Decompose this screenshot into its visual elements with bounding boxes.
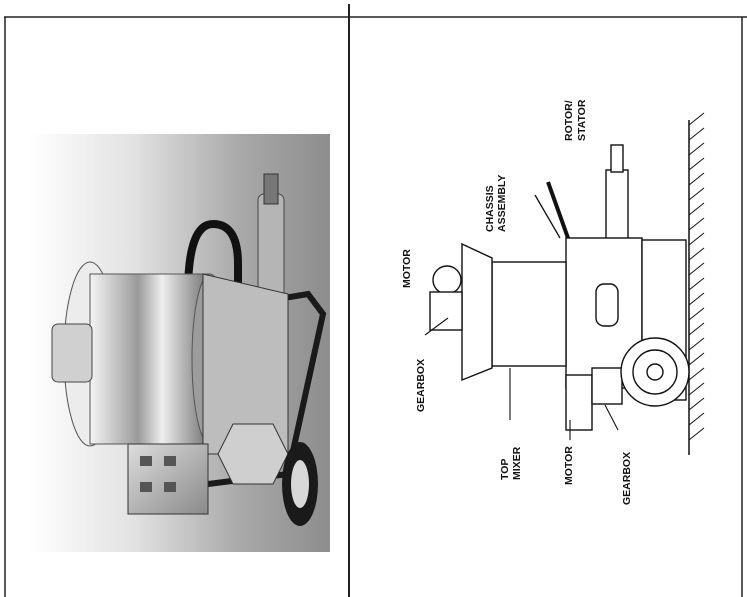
top-motor-shape — [51, 323, 93, 383]
gearbox-top-label: GEARBOX — [415, 359, 427, 412]
handle-drawing — [546, 181, 570, 239]
drum-body-shape — [89, 273, 211, 445]
top-mixer-label-2: MIXER — [511, 446, 523, 480]
gearbox-bottom-leader — [604, 404, 619, 431]
rotor-tip-drawing — [610, 144, 624, 173]
control-switch-4 — [164, 482, 176, 492]
top-mixer-lid — [461, 242, 493, 382]
rotor-tip-shape — [263, 173, 279, 205]
ground-hatching — [688, 112, 705, 441]
rotor-label-2: STATOR — [576, 99, 588, 141]
bottom-gearbox-drawing — [591, 367, 623, 405]
motor-top-label: MOTOR — [401, 249, 413, 288]
wheel-hub-shape — [291, 460, 309, 508]
top-mixer-drum — [491, 261, 567, 367]
chassis-leader-line — [534, 194, 561, 239]
chassis-label-2: ASSEMBLY — [496, 175, 508, 232]
bottom-motor-drawing — [565, 374, 593, 431]
gearbox-hex-shape — [217, 423, 289, 485]
mixer-photo-illustration — [51, 173, 327, 526]
control-switch-1 — [140, 456, 152, 466]
mixer-photo — [28, 134, 330, 552]
top-mixer-label-1: TOP — [499, 459, 511, 480]
control-switch-3 — [140, 482, 152, 492]
control-box-shape — [127, 443, 209, 515]
side-tank-drawing — [595, 283, 619, 327]
handle-shape — [184, 219, 242, 304]
rotor-label-1: ROTOR/ — [563, 100, 575, 141]
gearbox-top-leader — [424, 317, 449, 336]
top-motor-drawing — [432, 265, 462, 295]
motor-bottom-label: MOTOR — [563, 446, 575, 485]
rotor-stator-shape — [605, 169, 629, 241]
chassis-label-1: CHASSIS — [484, 185, 496, 232]
control-switch-2 — [164, 456, 176, 466]
top-gearbox-drawing — [429, 291, 463, 331]
gearbox-bottom-label: GEARBOX — [621, 452, 633, 505]
mixer-diagram: MOTOR CHASSIS ASSEMBLY ROTOR/ STATOR GEA… — [401, 99, 705, 505]
wheel-hub-drawing — [646, 363, 664, 381]
